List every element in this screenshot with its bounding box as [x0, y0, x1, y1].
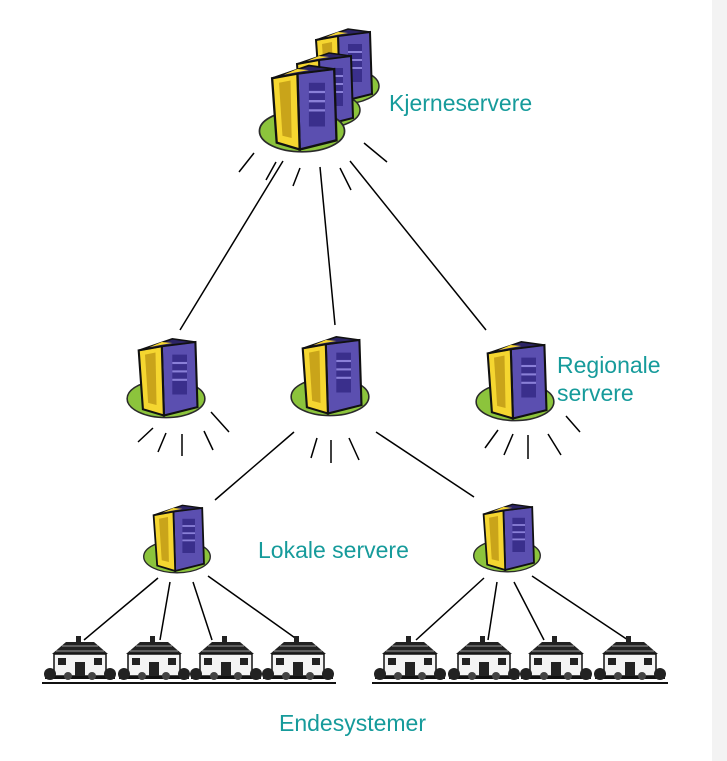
- end-systems-right: [371, 635, 669, 685]
- regional-server-right: [475, 340, 555, 422]
- local-servers-label: Lokale servere: [258, 537, 409, 563]
- regional-server-middle: [290, 335, 370, 417]
- regional-server-left: [126, 337, 206, 419]
- regional-servers-label-line1: Regionale: [557, 352, 661, 378]
- end-systems-left: [41, 635, 337, 685]
- end-systems-label: Endesystemer: [279, 710, 427, 736]
- local-server-left: [142, 504, 212, 574]
- right-edge-strip: [712, 0, 727, 761]
- regional-servers-label: Regionale servere: [557, 351, 661, 407]
- core-servers: [258, 28, 380, 153]
- core-servers-label: Kjerneservere: [389, 90, 533, 116]
- link-lines: [83, 160, 629, 641]
- stub-ticks: [137, 142, 581, 463]
- local-server-right: [472, 503, 542, 573]
- regional-servers-label-line2: servere: [557, 380, 634, 406]
